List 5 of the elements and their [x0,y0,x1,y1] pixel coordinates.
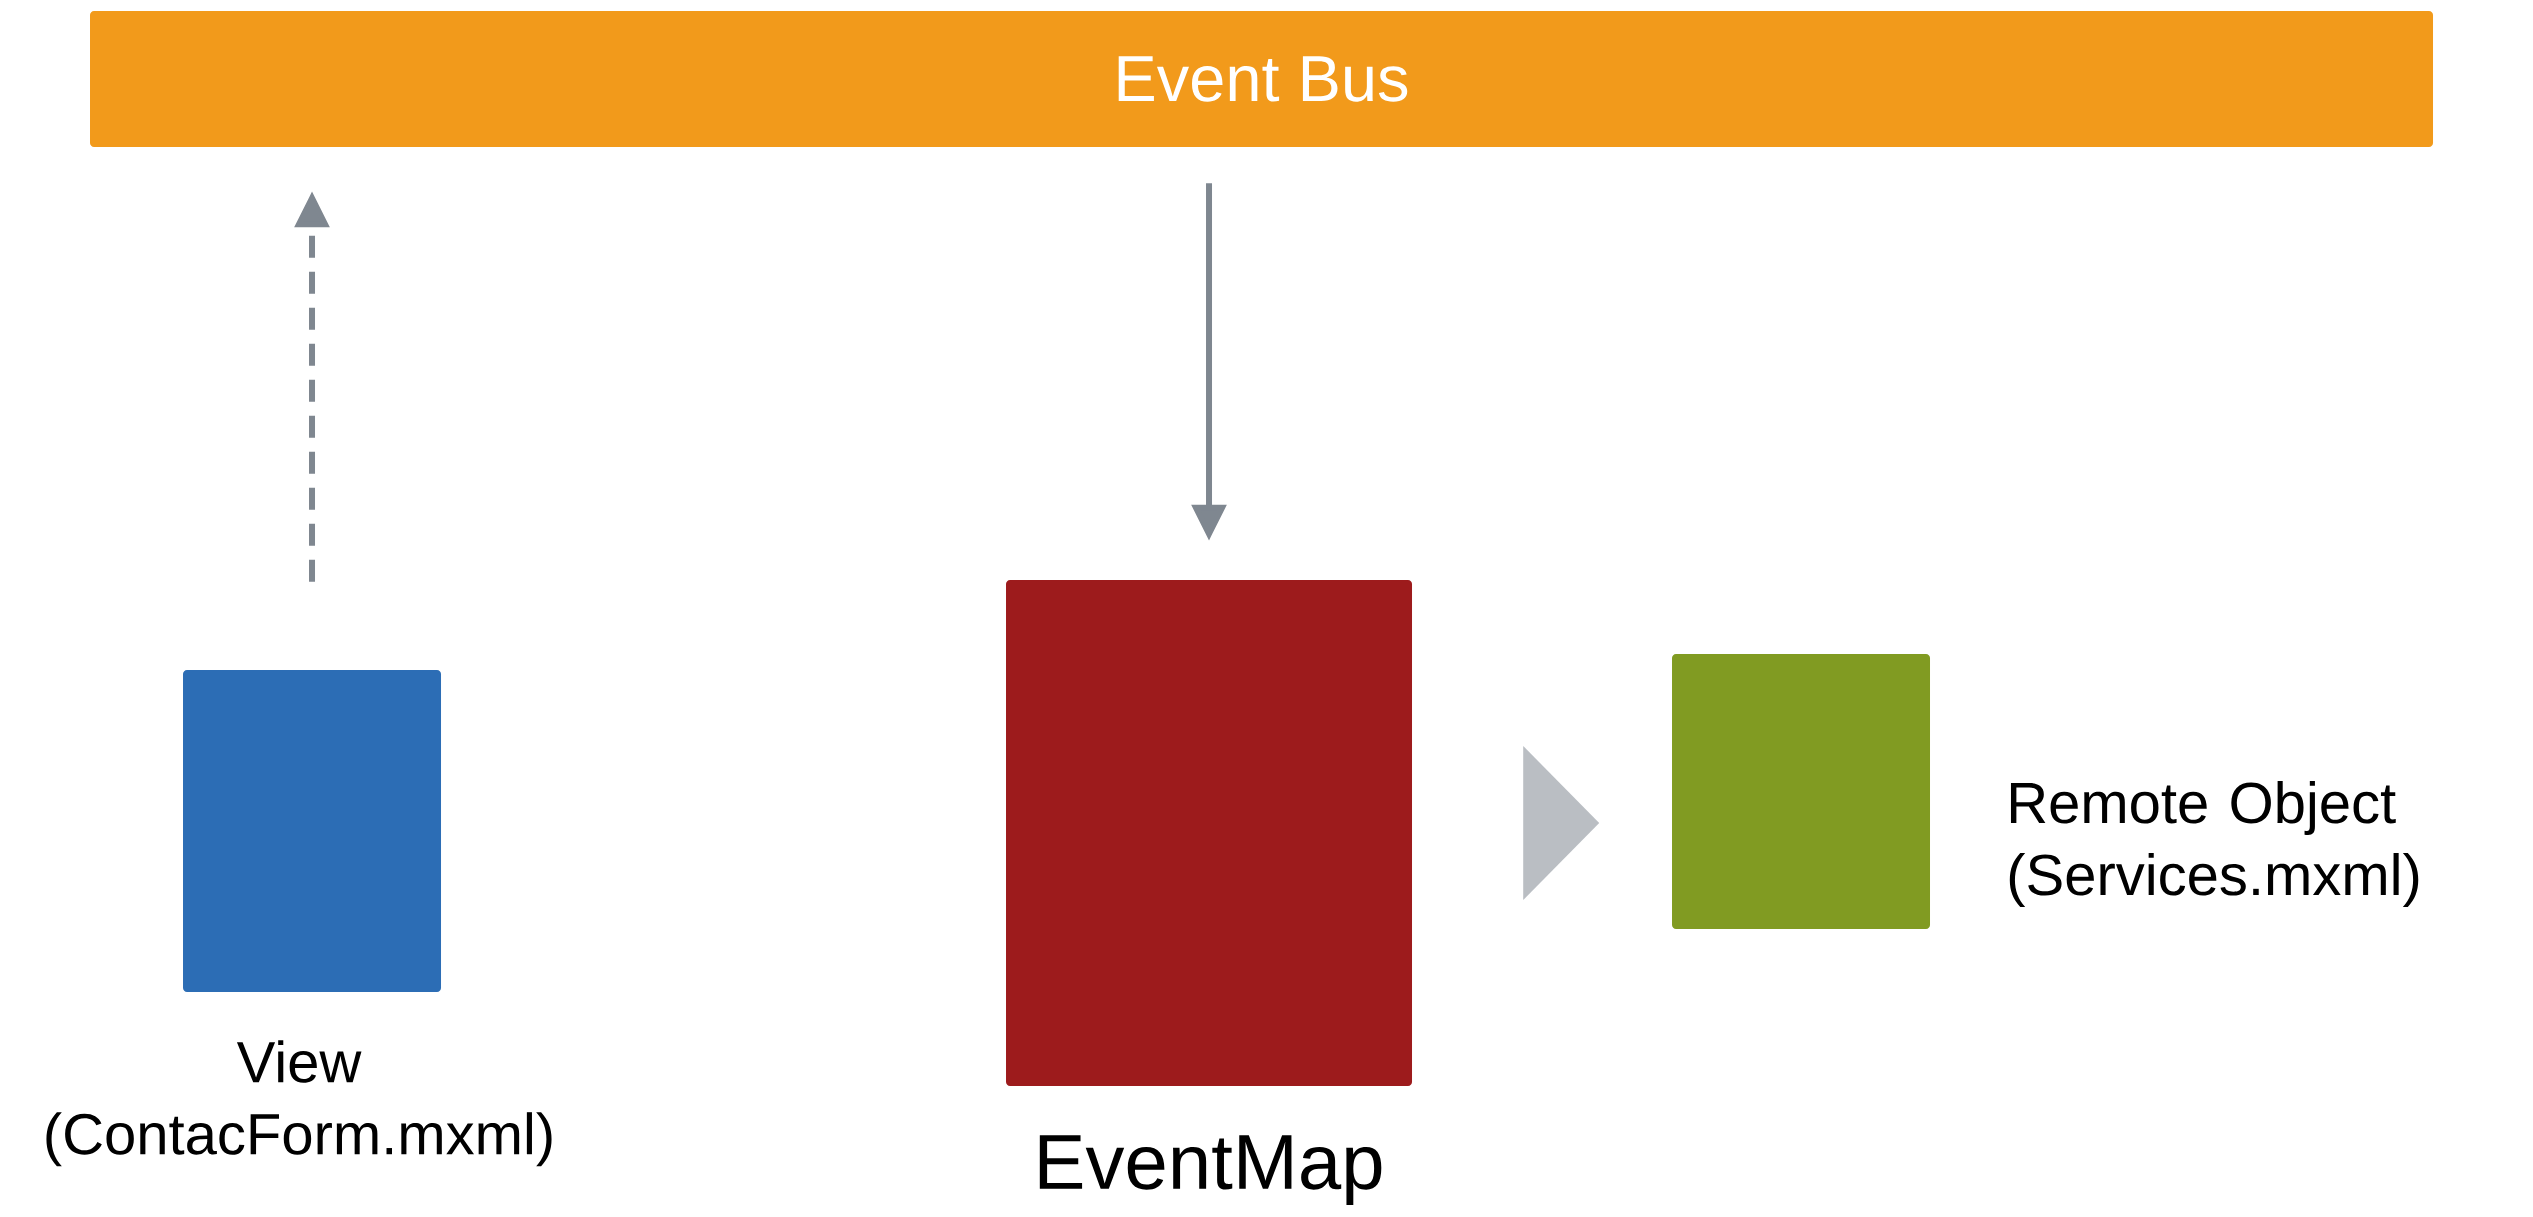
event-bus-bar: Event Bus [90,11,2433,147]
box-label: View (ContacForm.mxml) [46,1040,552,1167]
box-label: EventMap [1039,1135,1382,1206]
box-label: Remote Object (Services.mxml) [2009,781,2419,907]
arrow [1523,746,1600,900]
